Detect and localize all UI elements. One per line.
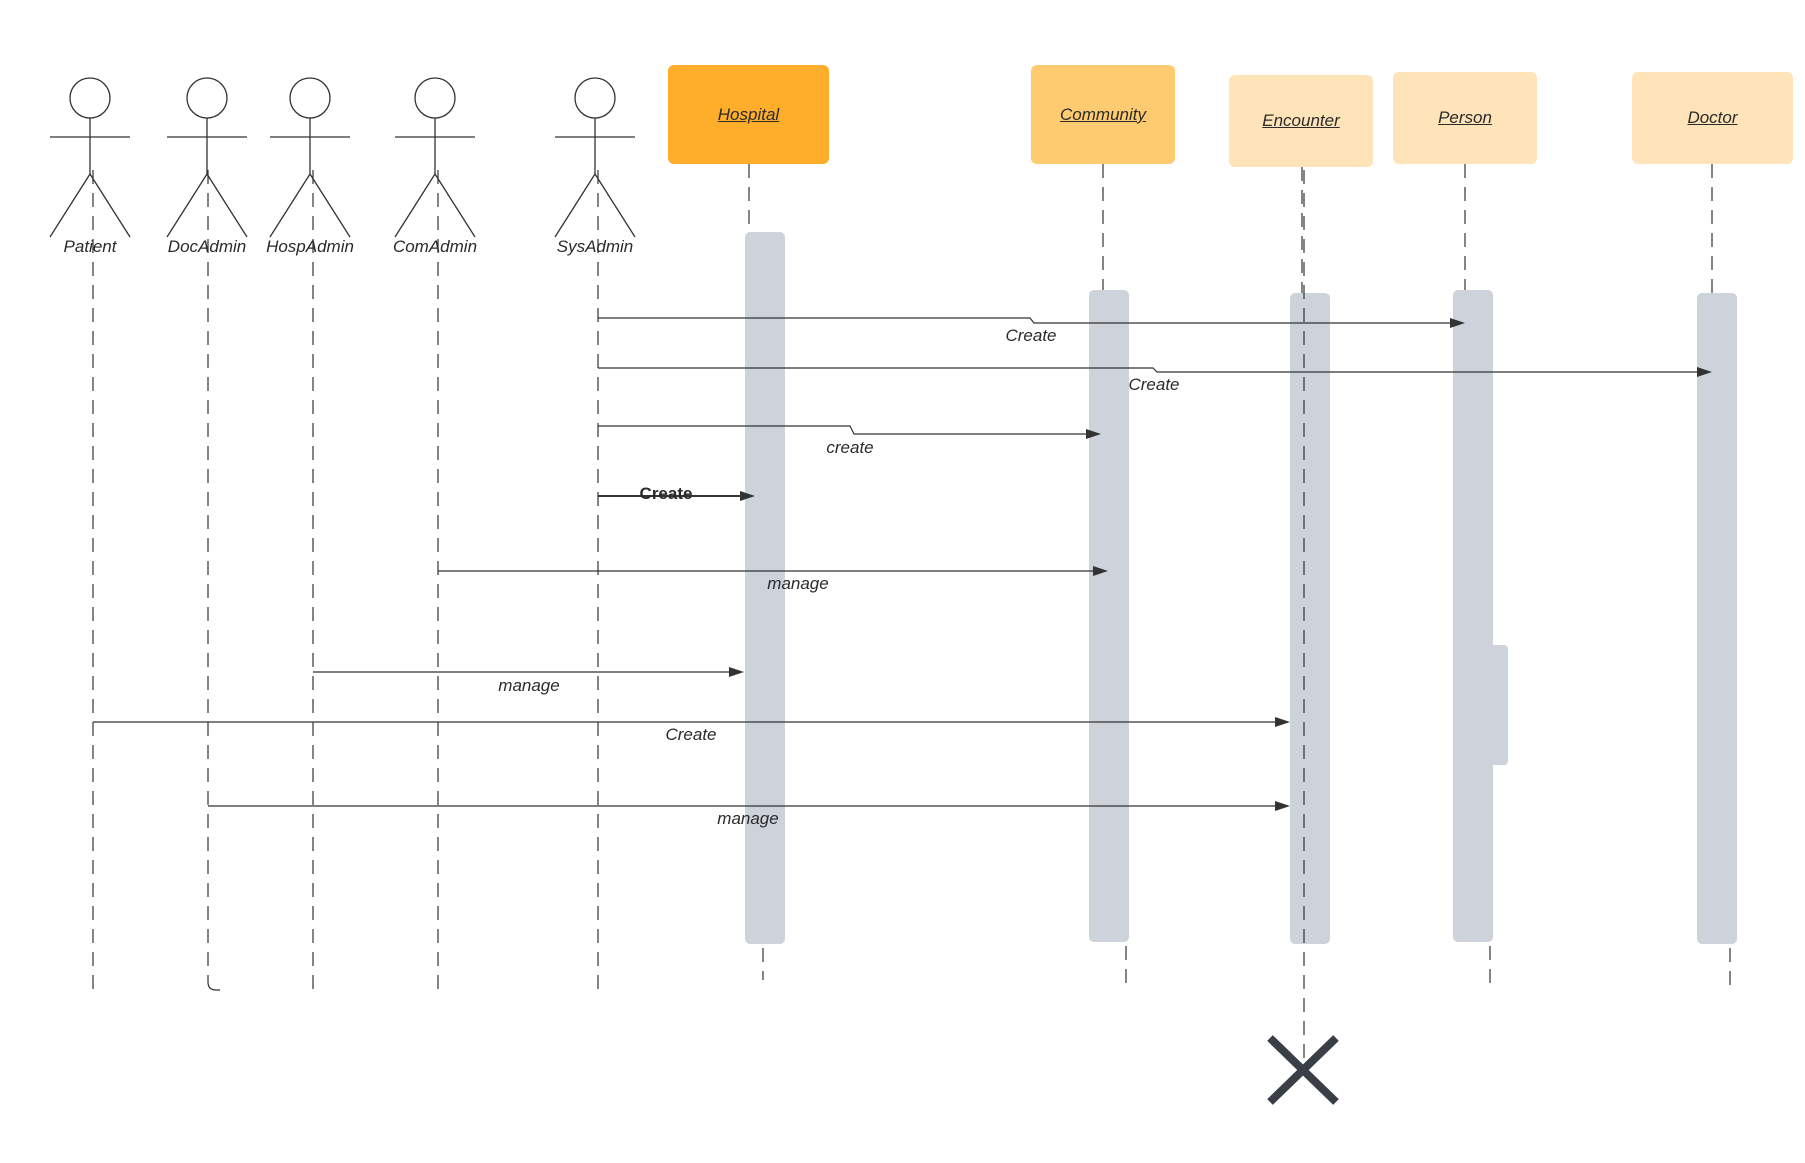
actor-leg-right-hospadmin [309,173,351,238]
activation-bar-person-nested [1490,645,1508,765]
activation-bar-hospital [745,232,785,944]
message-arrowhead-m7 [1275,717,1290,727]
destroy-stroke-2 [1267,1035,1339,1105]
activation-bar-encounter [1290,293,1330,944]
actor-head-comadmin [414,77,456,119]
object-box-person[interactable]: Person [1393,72,1537,164]
activation-bar-community [1089,290,1129,942]
actor-head-sysadmin [574,77,616,119]
actor-label-comadmin: ComAdmin [392,237,478,256]
message-label-m5: manage [767,574,829,593]
actor-leg-left-sysadmin [554,173,596,238]
actor-leg-left-hospadmin [269,173,311,238]
message-arrowhead-m4 [740,491,755,501]
actor-leg-right-sysadmin [594,173,636,238]
object-label-person: Person [1438,108,1492,127]
message-line-m3 [598,425,1089,435]
actor-figure-sysadmin [554,77,636,238]
activation-bar-doctor [1697,293,1737,944]
object-box-doctor[interactable]: Doctor [1632,72,1793,164]
message-label-m7: Create [665,725,717,744]
message-arrowhead-m1 [1450,318,1465,328]
message-label-m4: Create [639,484,693,503]
object-label-community: Community [1060,104,1146,124]
actor-leg-left-comadmin [394,173,436,238]
actor-figure-hospadmin [269,77,351,238]
message-label-m3: create [826,438,874,457]
message-arrowhead-m3 [1086,429,1101,439]
actor-leg-left-docadmin [166,173,208,238]
message-label-m1: Create [1005,326,1057,345]
actor-label-patient: Patient [63,237,117,256]
message-arrowhead-m6 [729,667,744,677]
actor-figure-docadmin [166,77,248,238]
actor-leg-left-patient [49,173,91,238]
actor-figure-patient [49,77,131,238]
actor-leg-right-docadmin [206,173,248,238]
message-label-m6: manage [498,676,560,695]
x-destroy-icon [1267,1035,1339,1105]
actor-head-patient [69,77,111,119]
message-label-m8: manage [717,809,779,828]
object-label-hospital: Hospital [717,104,780,124]
message-arrowhead-m5 [1093,566,1108,576]
actor-leg-right-patient [89,173,131,238]
object-box-encounter[interactable]: Encounter [1229,75,1373,167]
actor-label-docadmin: DocAdmin [167,237,247,256]
object-box-community[interactable]: Community [1031,65,1175,164]
actor-leg-right-comadmin [434,173,476,238]
lifeline-docadmin-end [207,981,220,991]
object-label-encounter: Encounter [1262,111,1340,130]
object-box-hospital[interactable]: Hospital [668,65,829,164]
message-arrowhead-m2 [1697,367,1712,377]
message-line-m1 [598,317,1453,324]
actor-figure-comadmin [394,77,476,238]
activation-bar-person [1453,290,1493,942]
actor-head-docadmin [186,77,228,119]
actor-label-hospadmin: HospAdmin [266,237,354,256]
message-line-m2 [598,367,1700,373]
message-arrowhead-m8 [1275,801,1290,811]
actor-head-hospadmin [289,77,331,119]
message-label-m2: Create [1128,375,1180,394]
actor-label-sysadmin: SysAdmin [556,237,634,256]
object-label-doctor: Doctor [1687,108,1738,127]
